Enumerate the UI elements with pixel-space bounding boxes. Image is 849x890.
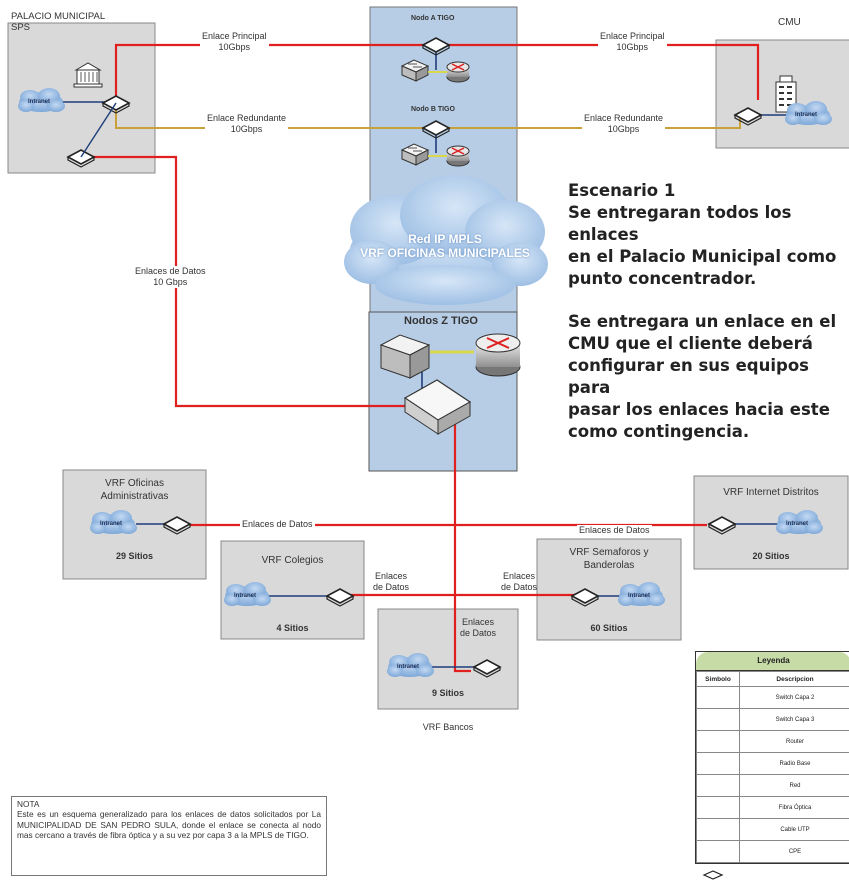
legend-desc: Red (739, 774, 849, 797)
scenario-paragraph-1: Escenario 1 Se entregaran todos los enla… (568, 181, 837, 288)
legend-symbol (696, 840, 740, 863)
legend-desc: Router (739, 730, 849, 753)
legend-symbol (696, 730, 740, 753)
scenario-description: Escenario 1 Se entregaran todos los enla… (568, 180, 849, 464)
note-box: NOTA Este es un esquema generalizado par… (11, 796, 327, 876)
legend-desc: Cable UTP (739, 818, 849, 841)
node-b-title: Nodo B TIGO (411, 106, 455, 113)
intranet-label: Intranet (628, 593, 651, 599)
legend-title: Leyenda (696, 652, 849, 671)
note-title: NOTA (17, 799, 40, 809)
intranet-label: Intranet (100, 521, 123, 527)
intranet-label: Intranet (786, 521, 809, 527)
node-z-title: Nodos Z TIGO (404, 315, 478, 327)
site-count-internet: 20 Sitios (752, 551, 790, 561)
mpls-cloud (344, 175, 548, 305)
intranet-label: Intranet (234, 593, 257, 599)
bancos-data-link (453, 420, 471, 673)
legend-col-symbol: Simbolo (696, 671, 740, 687)
intranet-label: Intranet (795, 112, 818, 118)
legend-desc: Switch Capa 2 (739, 686, 849, 709)
legend-symbol (696, 774, 740, 797)
legend-desc: Radio Base (739, 752, 849, 775)
redundant-link-left (115, 103, 436, 129)
redundant-link-right (436, 115, 741, 129)
principal-link-right (436, 43, 760, 100)
site-title-bancos: VRF Bancos (422, 722, 474, 732)
legend-desc: CPE (739, 840, 849, 863)
building-icon (73, 62, 103, 88)
note-body: Este es un esquema generalizado para los… (17, 809, 321, 841)
site-title-colegios: VRF Colegios (261, 555, 324, 566)
site-count-admin: 29 Sitios (115, 551, 153, 561)
intranet-label: Intranet (28, 99, 51, 105)
legend-col-desc: Descripcion (739, 671, 849, 687)
site-title-internet: VRF Internet Distritos (723, 487, 819, 498)
cpe-icon (702, 870, 724, 880)
site-count-bancos: 9 Sitios (431, 688, 464, 698)
cmu-title: CMU (778, 17, 801, 28)
legend-desc: Switch Capa 3 (739, 708, 849, 731)
legend-symbol (696, 686, 740, 709)
datos-admin-label: Enlaces de Datos (240, 519, 315, 530)
site-count-semaforos: 60 Sitios (590, 623, 628, 633)
site-count-colegios: 4 Sitios (276, 623, 309, 633)
legend-symbol (696, 752, 740, 775)
legend-symbol (696, 796, 740, 819)
scenario-paragraph-2: Se entregara un enlace en el CMU que el … (568, 312, 837, 441)
legend-desc: Fibra Óptica (739, 796, 849, 819)
node-z-switch (379, 334, 431, 379)
datos-internet-label: Enlaces de Datos (577, 525, 652, 536)
legend-symbol (696, 708, 740, 731)
node-a-title: Nodo A TIGO (411, 15, 455, 22)
node-z-cpe (403, 379, 472, 435)
intranet-label: Intranet (397, 664, 420, 670)
node-z-router (475, 333, 521, 377)
principal-link-left (114, 43, 436, 103)
legend-symbol (696, 818, 740, 841)
